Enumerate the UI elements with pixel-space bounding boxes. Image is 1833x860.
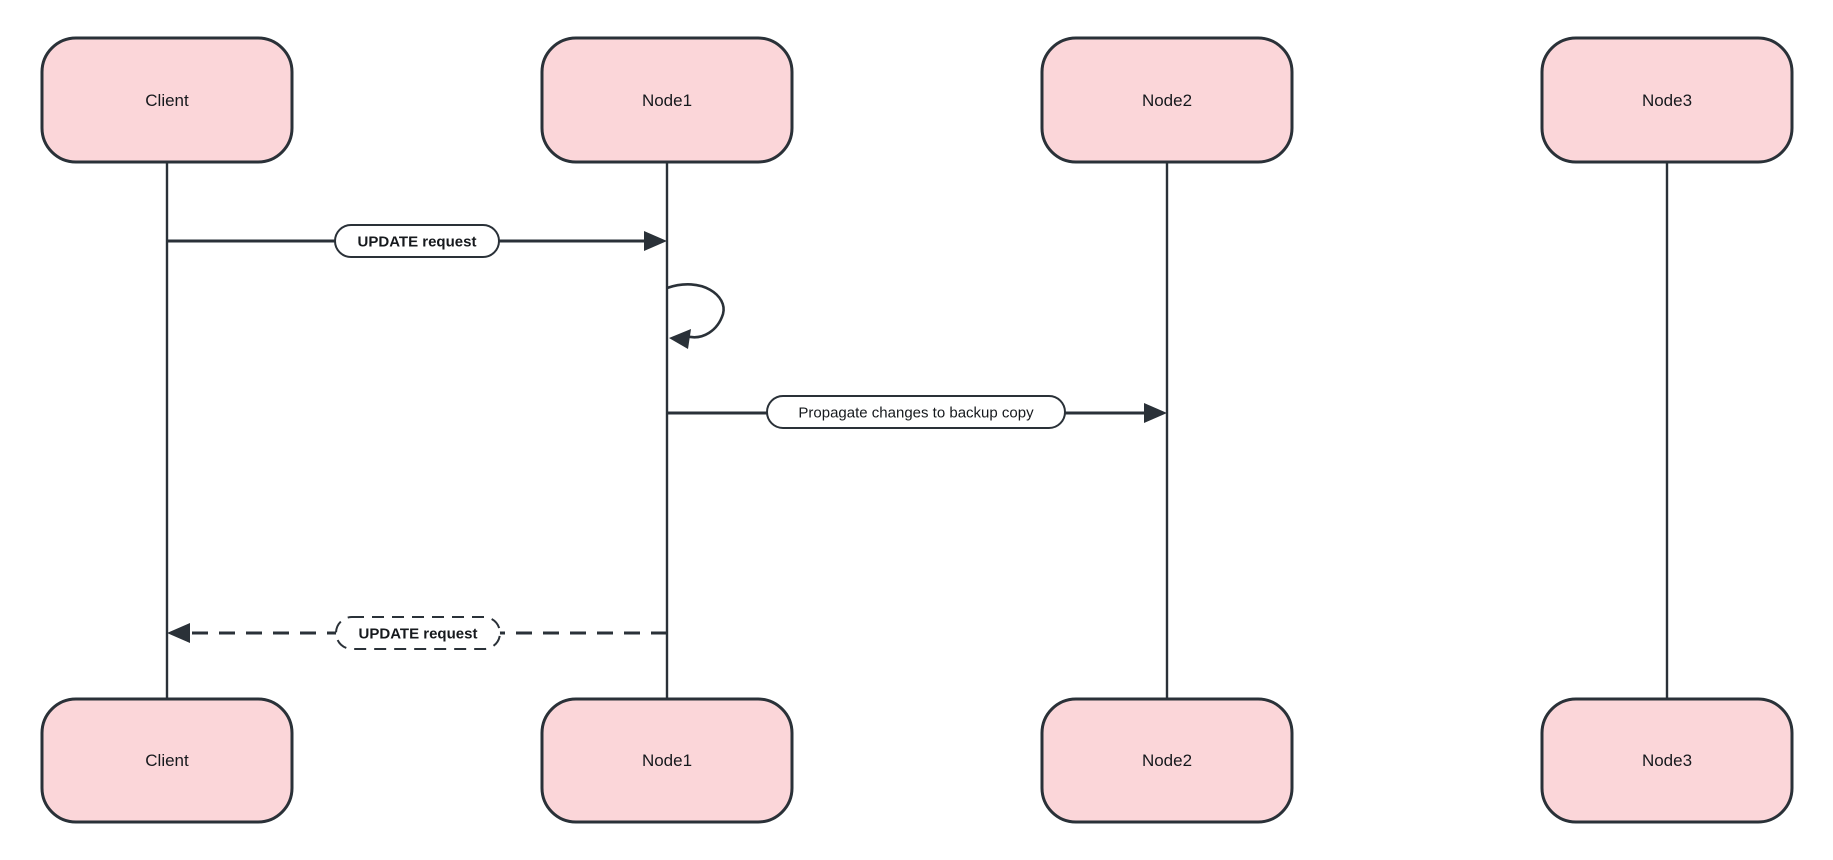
message-label: Propagate changes to backup copy <box>798 405 1034 422</box>
actor-name: Node1 <box>642 91 692 110</box>
message-label-pill <box>766 395 1066 429</box>
message-update-request-reply: UPDATE request <box>167 616 667 650</box>
actor-name: Node2 <box>1142 751 1192 770</box>
actor-box <box>1040 36 1294 164</box>
actor-bottom-client: Client <box>40 697 294 824</box>
actor-name: Node2 <box>1142 91 1192 110</box>
actor-top-node3: Node3 <box>1540 36 1794 164</box>
actor-top-node1: Node1 <box>540 36 794 164</box>
actor-top-node2: Node2 <box>1040 36 1294 164</box>
message-label: UPDATE request <box>359 626 478 643</box>
actor-box <box>540 697 794 824</box>
actor-bottom-node2: Node2 <box>1040 697 1294 824</box>
actor-name: Node3 <box>1642 751 1692 770</box>
message-self-loop <box>666 283 725 349</box>
message-label-pill-dashed <box>335 616 501 650</box>
arrowhead-left-icon <box>167 623 190 643</box>
message-update-request: UPDATE request <box>167 224 667 258</box>
actor-bottom-node1: Node1 <box>540 697 794 824</box>
actor-name: Node1 <box>642 751 692 770</box>
actor-name: Client <box>145 91 189 110</box>
actor-box <box>540 36 794 164</box>
actor-box <box>1040 697 1294 824</box>
arrowhead-right-icon <box>1144 403 1167 423</box>
message-label: UPDATE request <box>358 234 477 251</box>
message-label-pill <box>334 224 500 258</box>
arrowhead-right-icon <box>644 231 667 251</box>
actor-box <box>40 697 294 824</box>
actor-top-client: Client <box>40 36 294 164</box>
actor-name: Node3 <box>1642 91 1692 110</box>
message-propagate-changes: Propagate changes to backup copy <box>667 395 1167 429</box>
actor-name: Client <box>145 751 189 770</box>
actor-box <box>40 36 294 164</box>
arrowhead-left-icon <box>669 329 691 349</box>
actor-bottom-node3: Node3 <box>1540 697 1794 824</box>
actor-box <box>1540 36 1794 164</box>
actor-box <box>1540 697 1794 824</box>
self-loop-curve <box>666 283 725 339</box>
